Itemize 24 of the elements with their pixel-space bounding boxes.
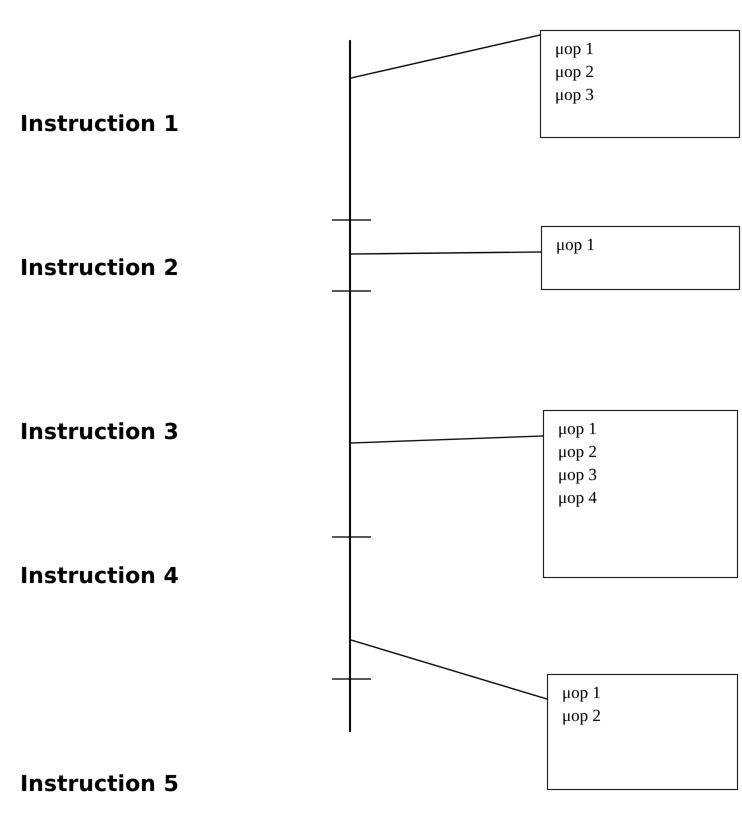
instruction-label: Instruction 5 [20,772,179,797]
micro-op-text: μop 1 [555,39,595,59]
micro-op-text: μop 1 [556,235,596,255]
micro-op-text: μop 1 [558,419,598,439]
micro-op-box [543,410,738,578]
micro-op-box [547,674,738,790]
instruction-label: Instruction 1 [20,112,179,137]
micro-op-text: μop 3 [555,85,595,105]
micro-op-box [541,226,740,290]
instruction-label: Instruction 3 [20,420,179,445]
instruction-label: Instruction 2 [20,256,179,281]
leader-line [351,251,541,255]
micro-op-text: μop 1 [562,683,602,703]
micro-op-box [540,30,740,138]
leader-line [350,639,548,700]
timeline-line [349,40,351,732]
micro-op-text: μop 2 [562,706,602,726]
leader-line [350,435,544,444]
instruction-label: Instruction 4 [20,564,179,589]
micro-op-text: μop 2 [555,62,595,82]
micro-op-text: μop 4 [558,488,598,508]
leader-line [350,34,540,79]
micro-op-text: μop 2 [558,442,598,462]
micro-op-text: μop 3 [558,465,598,485]
